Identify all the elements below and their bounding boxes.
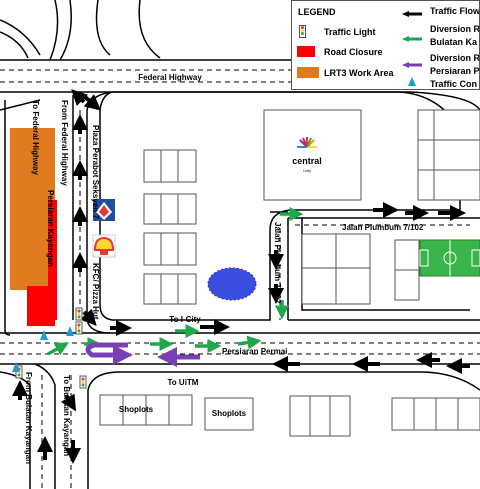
label-kfc-pizza-hut: KFC/ Pizza Hut — [91, 263, 100, 320]
road-edge — [87, 371, 480, 489]
label-from-bulatan-kayangan: From Bulatan Kayangan — [24, 372, 33, 464]
road-edge — [0, 99, 41, 111]
central-icity-building — [263, 109, 362, 201]
traffic-cone-icon — [12, 362, 20, 372]
shell-logo — [92, 234, 116, 258]
traffic-cone-icon — [408, 77, 416, 86]
legend-diversion-2: Diversion R — [430, 53, 480, 63]
road-edge — [287, 217, 480, 321]
traffic-flow-arrow — [80, 308, 97, 326]
road-edge — [34, 363, 56, 489]
label-to-federal-highway: To Federal Highway — [31, 100, 40, 176]
traffic-light-icon — [75, 307, 83, 321]
football-field — [419, 239, 480, 277]
buildings — [99, 109, 480, 437]
diversion-green-arrows — [47, 207, 304, 356]
traffic-cone-icon — [66, 326, 74, 336]
traffic-light-icon — [79, 375, 87, 389]
building-block — [143, 149, 197, 183]
building-block — [417, 109, 480, 201]
road-curve — [59, 0, 72, 61]
label-persiaran-permai: Persiaran Permai — [222, 347, 287, 356]
legend-traffic-con: Traffic Con — [430, 79, 478, 89]
label-shoplots-right: Shoplots — [212, 409, 247, 418]
label-jalan-plumbum-vertical: Jalan Plumbum 7/102 — [273, 222, 282, 304]
legend-diversion-1: Diversion R — [430, 24, 480, 34]
road-curve — [49, 0, 59, 61]
petronas-logo — [93, 199, 115, 221]
lrt3-work-area-swatch — [297, 67, 319, 78]
traffic-flow-arrow — [71, 89, 89, 107]
traffic-cones — [12, 326, 74, 372]
building-block — [143, 193, 197, 225]
label-to-uitm: To UiTM — [168, 378, 199, 387]
legend-title: LEGEND — [298, 7, 336, 17]
building-block — [143, 232, 197, 266]
label-to-icity: To I-City — [169, 315, 201, 324]
traffic-flow-arrow-icon — [402, 9, 422, 17]
legend-road-closure: Road Closure — [324, 47, 383, 57]
traffic-light-icon — [299, 25, 306, 38]
traffic-flow-arrows — [12, 89, 470, 464]
pond — [207, 267, 257, 301]
starburst-icon — [297, 137, 317, 148]
label-to-bulatan-kayangan: To Bulatan Kayangan — [62, 375, 71, 456]
road-closure-swatch — [297, 46, 315, 57]
traffic-flow-arrow — [83, 94, 102, 111]
label-persiaran-kayangan: Persiaran Kayangan — [46, 190, 55, 267]
diversion-green-arrow-icon — [402, 34, 422, 42]
central-logo-subtext: i-city — [303, 168, 311, 173]
building-block — [204, 397, 254, 431]
road-curve — [0, 19, 41, 56]
traffic-flow-arrow — [60, 393, 77, 412]
diversion-u-turn-arrow — [85, 342, 133, 365]
label-jalan-plumbum-top: Jalan Plumbum 7/102 — [342, 223, 424, 232]
legend-traffic-flow: Traffic Flow — [430, 6, 480, 16]
traffic-cone-icon — [40, 330, 48, 340]
traffic-lights — [15, 307, 87, 389]
legend: LEGEND Traffic Light Road Closure LRT3 W… — [291, 0, 480, 90]
road-closure-strip — [48, 200, 57, 320]
legend-diversion-1-line2: Bulatan Ka — [430, 37, 478, 47]
road-curve — [138, 0, 161, 59]
legend-traffic-light: Traffic Light — [324, 27, 376, 37]
legend-lrt3-work-area: LRT3 Work Area — [324, 68, 394, 78]
road-curve — [0, 31, 29, 59]
diversion-purple-arrow-icon — [402, 60, 422, 68]
central-logo-text: central — [292, 156, 322, 166]
road-curve — [95, 0, 111, 56]
diversion-arrow — [47, 342, 70, 356]
label-from-federal-highway: From Federal Highway — [60, 100, 69, 186]
diversion-arrow — [237, 335, 262, 350]
plaza-perabot-text: Plaza Perabot Seksyen 7 — [91, 125, 100, 219]
building-block — [143, 273, 197, 305]
road-edge — [4, 100, 11, 336]
diversion-purple-arrows — [85, 342, 200, 367]
building-block — [289, 395, 351, 437]
traffic-light-icon — [75, 321, 83, 335]
central-icity-logo: central i-city — [292, 137, 322, 173]
label-plaza-perabot: Plaza Perabot Seksyen 7 — [91, 125, 100, 219]
legend-diversion-2-line2: Persiaran P — [430, 66, 480, 76]
label-federal-highway: Federal Highway — [138, 73, 202, 82]
lrt3-work-area — [10, 128, 55, 290]
label-shoplots-left: Shoplots — [119, 405, 154, 414]
road-edge — [112, 91, 480, 111]
